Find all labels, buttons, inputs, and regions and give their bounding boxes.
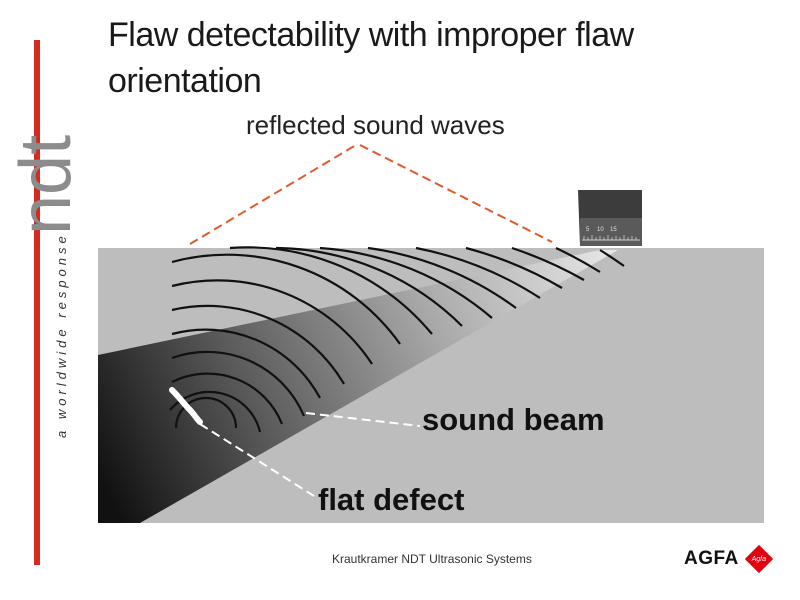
sound-beam-shape (98, 250, 618, 523)
flat-defect (169, 387, 203, 425)
wave-arc (171, 328, 321, 399)
reflected-leader-left (189, 144, 357, 245)
wave-arc (555, 247, 601, 273)
reflected-wave-arcs (169, 246, 625, 433)
probe-scale-label: 10 (597, 227, 604, 233)
wave-arc (275, 246, 463, 327)
ultrasonic-probe: 5 10 15 (578, 190, 642, 246)
agfa-logo: AGFA Agfa (684, 544, 773, 574)
wave-arc (465, 246, 563, 289)
beam-leader (305, 412, 421, 427)
ndt-logo: ndt a worldwide response (6, 40, 86, 565)
page-title: Flaw detectability with improper flaw or… (108, 16, 634, 100)
wave-arc (171, 253, 401, 345)
wave-arc (599, 249, 625, 267)
wave-arc (171, 372, 284, 425)
footer-text: Krautkramer NDT Ultrasonic Systems (332, 552, 532, 566)
agfa-rhombus-icon: Agfa (744, 544, 773, 574)
wave-arc (415, 246, 541, 299)
probe-scale-label: 5 (586, 227, 590, 233)
wave-arc (171, 279, 373, 365)
reflected-leader-right (359, 144, 553, 243)
wave-arc (511, 246, 585, 281)
agfa-mark-text: Agfa (751, 555, 766, 563)
reflected-waves-label: reflected sound waves (246, 110, 505, 140)
logo-brand: ndt (6, 135, 86, 235)
flat-defect-label: flat defect (318, 482, 465, 517)
agfa-wordmark: AGFA (684, 548, 739, 569)
wave-arc (174, 396, 238, 429)
sound-beam-label: sound beam (422, 402, 605, 437)
wave-arc (171, 350, 306, 417)
probe-scale-label: 15 (610, 227, 617, 233)
wave-arc (319, 246, 493, 319)
wave-arc (229, 246, 433, 335)
leader-lines (189, 144, 553, 497)
wave-arc (171, 304, 345, 385)
logo-tagline: a worldwide response (54, 232, 69, 438)
defect-leader (199, 423, 315, 497)
wave-arc (367, 246, 517, 309)
